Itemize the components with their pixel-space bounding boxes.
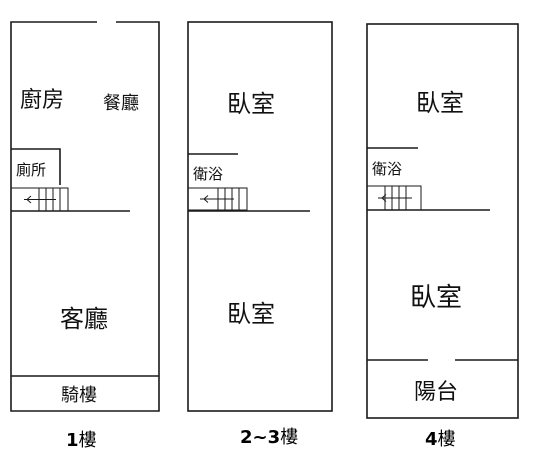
floor-4-bedroom-lower-label: 臥室 — [410, 283, 462, 313]
floor-1-caption-suffix: 樓 — [79, 430, 97, 451]
floor-1-kitchen-label: 廚房 — [20, 88, 64, 113]
floor-2-3-bedroom-lower-label: 臥室 — [227, 300, 275, 328]
floor-2-3-plan — [187, 21, 333, 412]
floor-4-caption-number: 4 — [425, 429, 438, 450]
floor-4-caption: 4樓 — [425, 429, 456, 450]
floor-4-plan — [366, 23, 519, 419]
floor-1-arcade-label: 騎樓 — [61, 385, 97, 406]
floor-2-3-caption-suffix: 樓 — [280, 427, 298, 448]
floor-2-3-caption: 2~3樓 — [240, 427, 298, 448]
floor-2-3-caption-number: 2~3 — [240, 427, 280, 448]
floor-4-staircase — [366, 185, 422, 211]
floor-1-toilet-label: 廁所 — [16, 161, 46, 179]
floor-4-outer-wall — [366, 23, 519, 419]
floor-4-caption-suffix: 樓 — [438, 429, 456, 450]
floor-1-dining-label: 餐廳 — [103, 93, 139, 114]
floor-2-3-staircase — [187, 187, 248, 211]
floor-2-3-outer-wall — [187, 21, 333, 412]
floor-1-living-label: 客廳 — [60, 305, 108, 333]
floor-4-balcony-label: 陽台 — [414, 380, 458, 405]
floor-4-bathroom-label: 衛浴 — [372, 160, 402, 178]
floor-1-caption: 1樓 — [66, 430, 97, 451]
floor-1-plan — [10, 21, 160, 412]
floor-1-outer-wall — [10, 21, 160, 412]
floor-2-3-bathroom-label: 衛浴 — [193, 165, 223, 183]
floor-1-caption-number: 1 — [66, 430, 79, 451]
floor-1-toilet-partition — [11, 148, 61, 185]
floor-4-bedroom-upper-label: 臥室 — [416, 89, 464, 117]
floor-2-3-bedroom-upper-label: 臥室 — [227, 90, 275, 118]
floor-1-staircase — [10, 187, 69, 212]
